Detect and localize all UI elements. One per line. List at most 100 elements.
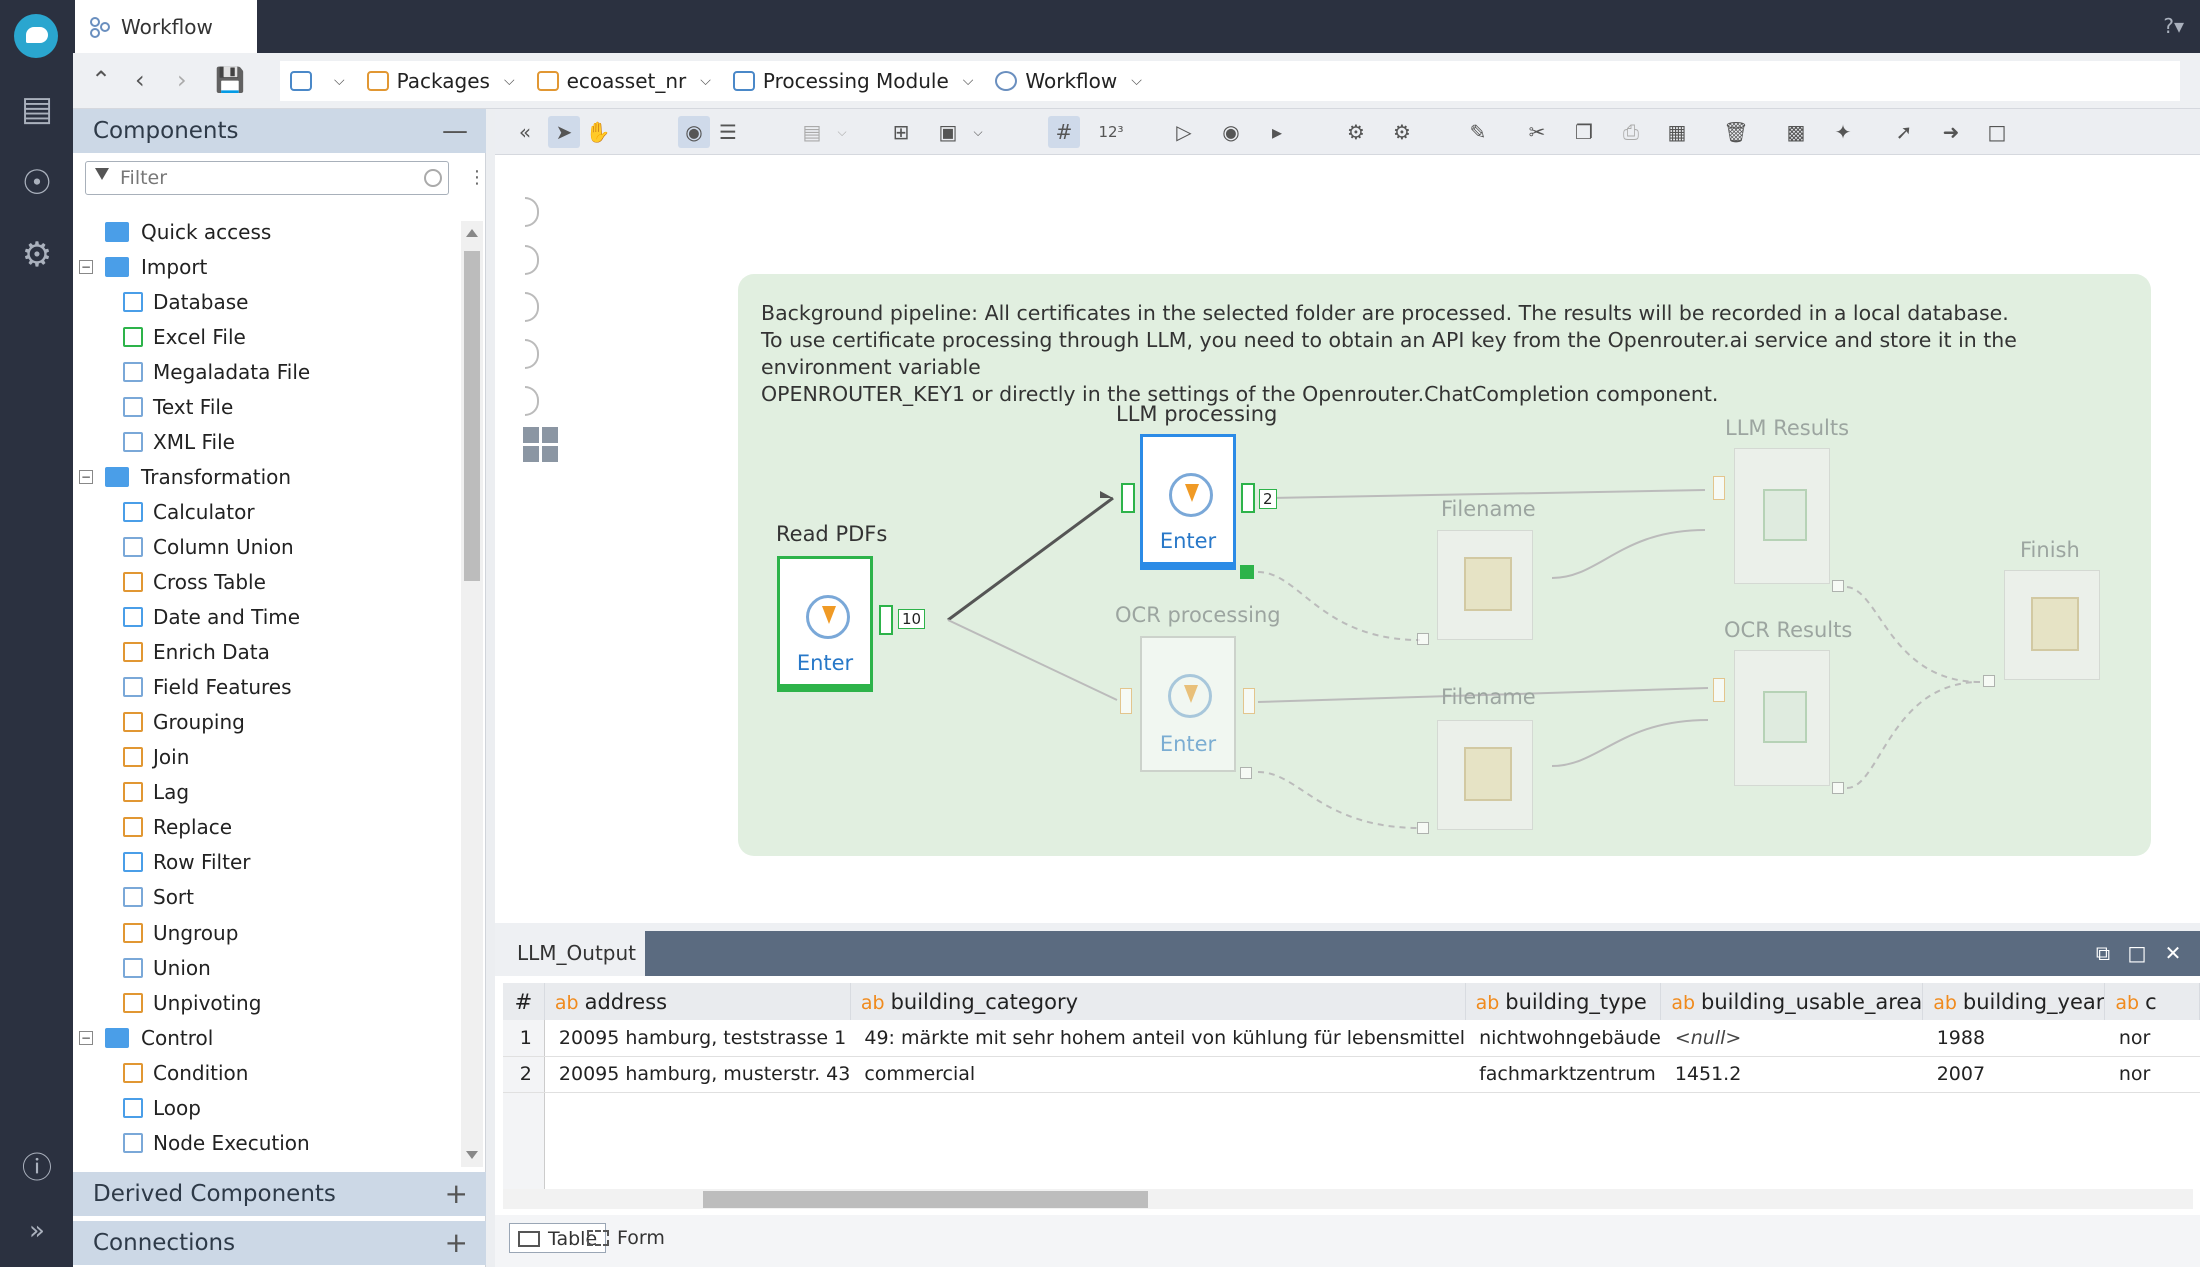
breadcrumb-root[interactable]: ⌵ [290,71,345,91]
tree-folder[interactable]: −Control [79,1020,213,1055]
run-to-icon[interactable]: ▸ [1271,120,1283,144]
run-icon[interactable]: ▷ [1176,120,1192,144]
table-hscrollbar[interactable] [503,1189,2193,1209]
table-cell[interactable]: nor [2104,1056,2200,1093]
table-row[interactable]: 1 20095 hamburg, teststrasse 1 49: märkt… [503,1020,2200,1057]
input-port[interactable] [1983,675,1995,687]
settings-icon[interactable]: ⚙ [1347,120,1365,144]
port-numbers-icon[interactable]: # [1048,116,1080,148]
table-cell[interactable]: 2007 [1922,1056,2105,1093]
collapse-icon[interactable]: — [442,116,468,146]
chevron-down-icon[interactable]: ⌵ [973,125,983,139]
collapse-toggle-icon[interactable]: − [79,469,93,484]
table-cell[interactable]: 1451.2 [1660,1056,1923,1093]
table-cell[interactable]: 20095 hamburg, teststrasse 1 [544,1020,851,1057]
layers-icon[interactable]: ▣ [938,120,958,144]
stop-icon[interactable]: ◉ [1222,120,1240,144]
close-icon[interactable]: ✕ [2164,941,2182,965]
app-logo[interactable] [14,14,58,58]
tree-item[interactable]: Date and Time [123,600,300,635]
group-icon[interactable]: ▦ [1667,120,1687,144]
link-read-to-llm[interactable] [947,496,1114,622]
breadcrumb-module[interactable]: Processing Module⌵ [732,69,974,93]
output-splitter[interactable] [495,923,2200,931]
collapse-toggle-icon[interactable]: − [79,1030,93,1045]
group-note[interactable]: Background pipeline: All certificates in… [761,300,2141,408]
back-icon[interactable]: ‹ [135,66,145,94]
tab-form-view[interactable]: Form [579,1223,673,1253]
filter-input[interactable]: Filter [85,161,449,195]
expand-rail-icon[interactable]: » [29,1216,45,1246]
node-filename-2[interactable] [1437,720,1533,830]
components-header[interactable]: Components — [73,109,486,153]
collapse-toggle-icon[interactable]: − [79,259,93,274]
tree-item[interactable]: Calculator [123,494,255,529]
up-icon[interactable]: ⌃ [91,66,112,94]
link-filename-to-results[interactable] [1551,529,1706,579]
tree-item[interactable]: Ungroup [123,915,238,950]
node-ocr-processing[interactable]: Enter [1140,636,1236,772]
wrap-icon[interactable]: ▩ [1786,120,1806,144]
tree-item[interactable]: Union [123,950,211,985]
tree-item[interactable]: Row Filter [123,845,250,880]
more-options-icon[interactable]: ⋮ [468,167,486,188]
tree-item[interactable]: Text File [123,389,233,424]
node-ocr-results[interactable] [1734,650,1830,786]
tree-folder[interactable]: Quick access [105,214,271,249]
tree-item[interactable]: Grouping [123,705,245,740]
pin-icon[interactable]: ➜ [1942,120,1960,144]
link-ocrresults-to-finish[interactable] [1846,681,1981,789]
expand-icon[interactable]: + [444,1177,468,1210]
detach-icon[interactable]: ⧉ [2095,941,2111,965]
tree-folder[interactable]: −Transformation [79,459,291,494]
derived-components-section[interactable]: Derived Components+ [73,1172,486,1216]
gear-icon[interactable]: ⚙ [21,235,53,275]
tree-item[interactable]: Field Features [123,670,292,705]
table-cell[interactable]: commercial [850,1056,1466,1093]
node-read-pdfs[interactable]: Enter [777,556,873,692]
chevron-down-icon[interactable]: ⌵ [837,125,847,139]
list-view-icon[interactable]: ☰ [719,120,737,144]
link-llm-to-filename[interactable] [1257,571,1421,641]
delete-icon[interactable]: 🗑 [1723,120,1749,144]
tree-item[interactable]: Column Union [123,529,294,564]
tree-folder[interactable]: −Import [79,249,207,284]
table-cell[interactable]: fachmarktzentrum [1465,1056,1661,1093]
tree-item[interactable]: Condition [123,1055,248,1090]
tree-item[interactable]: Unpivoting [123,985,261,1020]
help-icon[interactable]: ?▾ [2163,14,2184,38]
compass-icon[interactable]: ☉ [21,163,53,203]
status-port[interactable] [1832,580,1844,592]
output-port[interactable] [1241,483,1255,513]
link-ocr-to-results[interactable] [1257,687,1709,703]
tree-scrollbar[interactable] [461,221,483,1167]
chevron-down-icon[interactable]: ⌵ [700,73,711,89]
cut-icon[interactable]: ✂ [1528,120,1546,144]
column-header-index[interactable]: # [503,983,545,1020]
tree-item[interactable]: Database [123,284,248,319]
tree-item[interactable]: Megaladata File [123,354,310,389]
tab-workflow[interactable]: Workflow [75,0,257,53]
panel-splitter[interactable] [486,109,495,1267]
hand-tool-icon[interactable]: ✋ [585,120,611,144]
tree-item[interactable]: Join [123,740,189,775]
status-port[interactable] [1240,565,1254,579]
packages-icon[interactable]: ▤ [20,89,54,129]
table-cell[interactable]: nichtwohngebäude [1465,1020,1661,1057]
note-icon[interactable]: ✎ [1469,120,1487,144]
breadcrumb-packages[interactable]: Packages⌵ [366,69,515,93]
collapse-panel-icon[interactable]: « [518,120,532,144]
forward-icon[interactable]: › [177,66,187,94]
input-port[interactable] [1417,822,1429,834]
table-cell[interactable]: 20095 hamburg, musterstr. 43 [544,1056,851,1093]
chevron-down-icon[interactable]: ⌵ [962,73,974,89]
node-filename-1[interactable] [1437,530,1533,640]
save-icon[interactable]: 💾 [215,66,245,94]
tab-table-view[interactable]: Table [509,1223,607,1253]
node-llm-results[interactable] [1734,448,1830,584]
